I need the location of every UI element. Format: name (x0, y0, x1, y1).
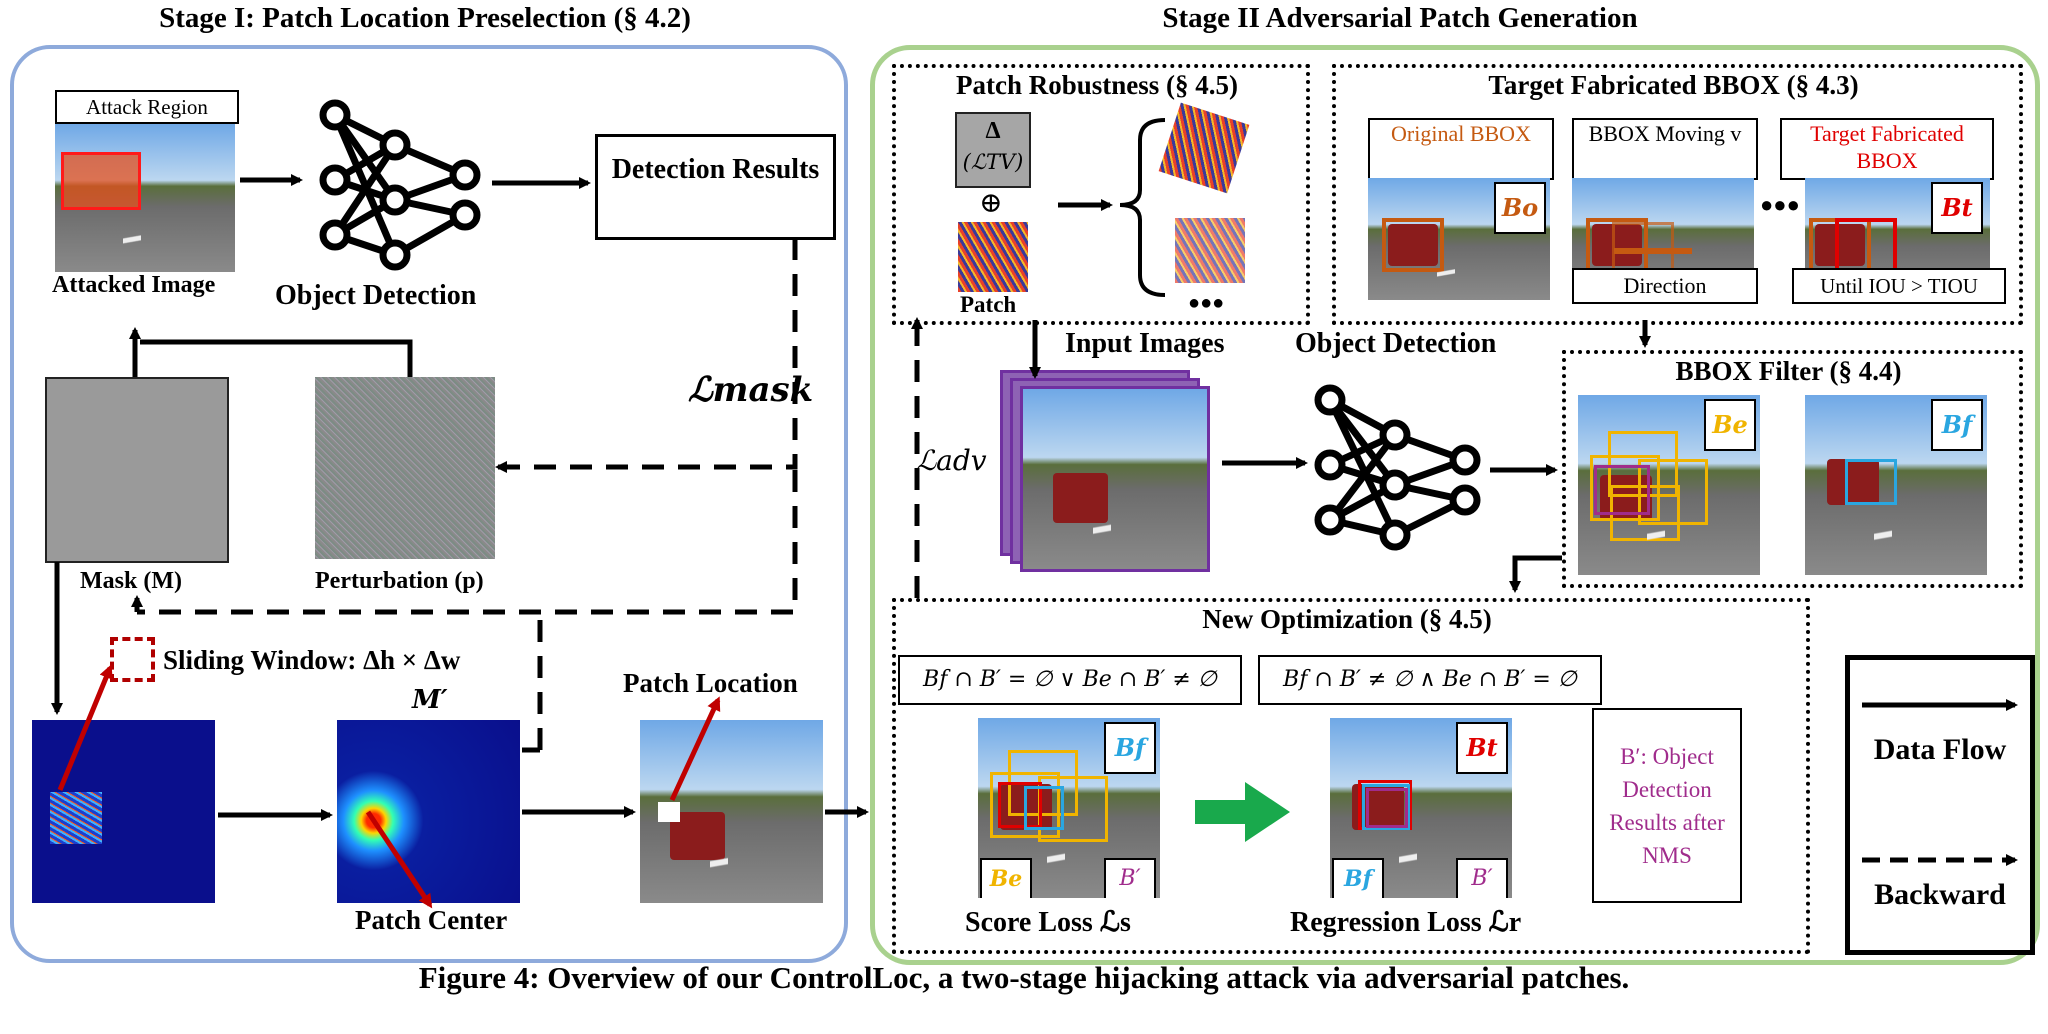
attack-region-label: Attack Region (55, 90, 239, 124)
score-b-e-label: Be (980, 858, 1032, 898)
b-e-label: Be (1704, 399, 1756, 451)
patch-center-label: Patch Center (355, 905, 508, 935)
sliding-window-label: Sliding Window: Δh × Δw (163, 645, 461, 675)
bbox-filter-image-e: Be (1578, 395, 1760, 575)
car-shape (1388, 224, 1438, 266)
bbox-blue (1024, 786, 1064, 830)
legend-data-flow: Data Flow (1873, 733, 2007, 766)
attacked-image-label: Attacked Image (52, 272, 216, 298)
b-f-label: Bf (1931, 399, 1983, 451)
until-iou-label: Until IOU > TIOU (1792, 268, 2006, 304)
attacked-image (55, 124, 235, 272)
stage2-data-arrows (1029, 199, 1651, 593)
detection-results-box: Detection Results (595, 134, 836, 240)
bbox-yellow-3 (1638, 459, 1708, 525)
new-optimization-title: New Optimization (§ 4.5) (1202, 604, 1492, 634)
patch-location-image (640, 720, 823, 903)
score-loss-label: Score Loss ℒs (965, 907, 1131, 938)
patch-noisy (1175, 218, 1245, 283)
bbox-red (998, 782, 1042, 828)
score-loss-image: Bf Be B′ (978, 718, 1160, 898)
bbox-blue (1845, 459, 1897, 505)
green-arrow (1195, 782, 1290, 842)
tv-loss-label: (ℒTV) (962, 150, 1024, 174)
bbox-magenta (1594, 465, 1650, 515)
patch-location-label: Patch Location (623, 668, 798, 698)
mask-image (45, 377, 229, 563)
m-prime-label: M′ (412, 685, 448, 715)
bbox-yellow-1 (1590, 455, 1660, 521)
mask-heatmap-small (32, 720, 215, 903)
attack-region-box (61, 152, 141, 210)
stage2-title: Stage II Adversarial Patch Generation (1162, 2, 1638, 34)
object-detection-2-label: Object Detection (1295, 328, 1497, 359)
mprime-heatmap (337, 720, 520, 903)
bbox-magenta (1366, 788, 1408, 828)
input-image-front (1020, 386, 1210, 572)
stage1-panel (10, 45, 848, 963)
condition-1: Bf ∩ B′ = ∅ ∨ Be ∩ B′ ≠ ∅ (898, 655, 1242, 705)
object-detection-label: Object Detection (275, 280, 477, 311)
delta-symbol: Δ (985, 118, 1001, 144)
neural-network-icon (319, 99, 481, 271)
figure-caption: Figure 4: Overview of our ControlLoc, a … (418, 960, 1630, 995)
regression-loss-image: Bt Bf B′ (1330, 718, 1512, 898)
regression-loss-label: Regression Loss ℒr (1290, 907, 1522, 938)
oplus-symbol: ⊕ (979, 188, 1003, 219)
bbox-blue (1362, 784, 1410, 830)
b-prime-description: B′: Object Detection Results after NMS (1592, 708, 1742, 903)
bbox-yellow-2 (1608, 431, 1678, 497)
patch-white-square (658, 802, 680, 822)
loss-adv-label: ℒadv (916, 444, 987, 477)
reg-b-t-label: Bt (1456, 722, 1508, 774)
detection-results-label: Detection Results (611, 154, 820, 185)
target-bbox-title: Target Fabricated BBOX (§ 4.3) (1488, 70, 1859, 100)
patch-label: Patch (960, 292, 1017, 317)
bbox-orange (1382, 218, 1444, 272)
reg-b-f-label: Bf (1332, 858, 1384, 898)
car-shape (1827, 459, 1879, 505)
car-shape (1815, 224, 1865, 266)
stage1-backward-arrows (137, 238, 798, 750)
patch-image (958, 222, 1028, 292)
b-prime-description-text: B′: Object Detection Results after NMS (1609, 743, 1725, 868)
mask-label: Mask (M) (80, 568, 182, 594)
car-shape (1592, 224, 1642, 266)
brace (1119, 118, 1166, 297)
perturbation-label: Perturbation (p) (315, 568, 484, 594)
condition-2: Bf ∩ B′ ≠ ∅ ∧ Be ∩ B′ = ∅ (1258, 655, 1602, 705)
b-o-label: Bo (1494, 182, 1546, 234)
original-bbox-image: Bo (1368, 178, 1550, 300)
sliding-window-icon (110, 637, 155, 682)
stage2-panel (870, 45, 2040, 965)
bbox-dots: ●●● (1760, 192, 1800, 217)
b-t-label: Bt (1931, 182, 1983, 234)
patch-robustness-title: Patch Robustness (§ 4.5) (955, 70, 1238, 100)
stage1-title: Stage I: Patch Location Preselection (§ … (159, 2, 691, 34)
red-pointer-arrows (57, 664, 721, 909)
direction-label: Direction (1572, 268, 1758, 304)
tv-loss-box: Δ (ℒTV) (955, 112, 1031, 188)
reg-b-prime-label: B′ (1456, 858, 1508, 898)
input-images-label: Input Images (1065, 328, 1225, 359)
bbox-filter-title: BBOX Filter (§ 4.4) (1675, 356, 1902, 386)
stage1-data-arrows (51, 174, 869, 821)
neural-network-icon (1314, 384, 1481, 551)
patch-dots: ●●● (1188, 292, 1225, 314)
legend-backward: Backward (1874, 878, 2006, 911)
score-b-f-label: Bf (1104, 722, 1156, 774)
target-fabricated-label: Target Fabricated BBOX (1780, 118, 1994, 180)
loss-mask-label: ℒmask (688, 370, 814, 410)
mask-heat-region (50, 792, 102, 844)
bbox-yellow-1 (990, 772, 1060, 838)
perturbation-image (315, 377, 495, 559)
bbox-filter-image-f: Bf (1805, 395, 1987, 575)
score-b-prime-label: B′ (1104, 858, 1156, 898)
